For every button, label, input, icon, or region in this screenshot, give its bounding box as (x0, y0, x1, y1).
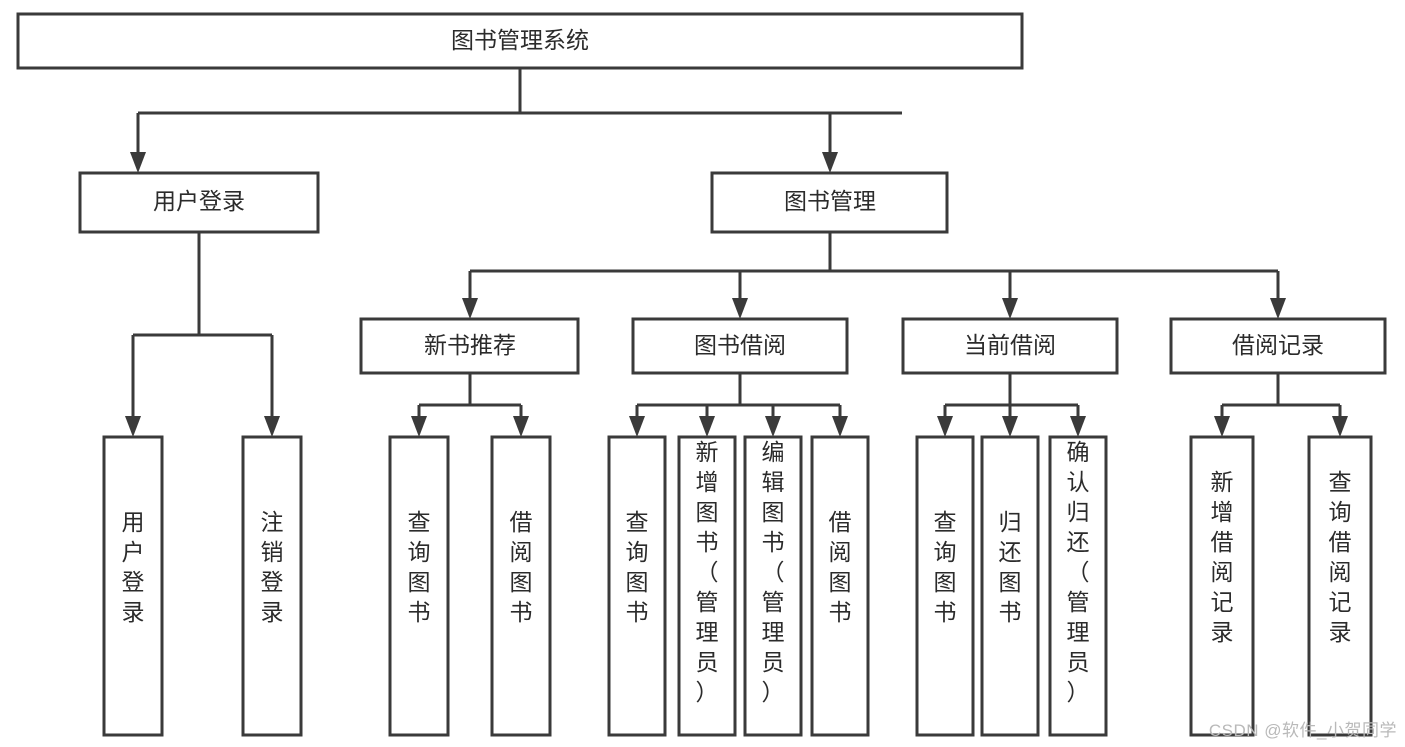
leaf-book-borrow-2[interactable]: 新增图书（管理员） (677, 435, 737, 737)
node-book-management[interactable]: 图书管理 (710, 171, 949, 234)
leaf-borrow-record-1-box[interactable] (1189, 435, 1255, 737)
connector-layer (125, 68, 1348, 437)
node-current-borrow-label: 当前借阅 (964, 332, 1056, 358)
leaf-user-login-2-box[interactable] (241, 435, 303, 737)
node-book-borrow-label: 图书借阅 (694, 332, 786, 358)
arrow-leaf-r1 (1214, 416, 1230, 437)
arrow-l2-3 (1002, 298, 1018, 319)
node-new-book-recommend[interactable]: 新书推荐 (359, 317, 580, 375)
leaf-borrow-record-2-label: 查询借阅记录 (1329, 469, 1352, 645)
arrow-leaf-c3 (1070, 416, 1086, 437)
leaf-new-book-1[interactable]: 查询图书 (388, 435, 450, 737)
node-borrow-record-label: 借阅记录 (1232, 332, 1324, 358)
leaf-book-borrow-1-box[interactable] (607, 435, 667, 737)
leaf-current-borrow-1-label: 查询图书 (934, 509, 957, 625)
watermark: CSDN @软件_小贺同学 (1208, 721, 1397, 740)
arrow-leaf-b4 (832, 416, 848, 437)
node-borrow-record-box[interactable] (1169, 317, 1387, 375)
leaf-new-book-2[interactable]: 借阅图书 (490, 435, 552, 737)
leaf-current-borrow-2-label: 归还图书 (999, 509, 1022, 625)
node-book-management-box[interactable] (710, 171, 949, 234)
leaf-book-borrow-4-label: 借阅图书 (829, 509, 852, 625)
leaf-borrow-record-2[interactable]: 查询借阅记录 (1307, 435, 1373, 737)
leaf-book-borrow-2-box[interactable] (677, 435, 737, 737)
leaf-book-borrow-1[interactable]: 查询图书 (607, 435, 667, 737)
leaf-book-borrow-3[interactable]: 编辑图书（管理员） (743, 435, 803, 737)
arrow-leaf-u1 (125, 416, 141, 437)
leaf-user-login-1[interactable]: 用户登录 (102, 435, 164, 737)
node-new-book-recommend-label: 新书推荐 (424, 332, 516, 358)
leaf-current-borrow-3[interactable]: 确认归还（管理员） (1048, 435, 1108, 737)
leaf-new-book-2-box[interactable] (490, 435, 552, 737)
leaf-book-borrow-3-box[interactable] (743, 435, 803, 737)
node-current-borrow-box[interactable] (901, 317, 1119, 375)
node-root[interactable]: 图书管理系统 (16, 12, 1024, 70)
leaf-user-login-2[interactable]: 注销登录 (241, 435, 303, 737)
node-borrow-record[interactable]: 借阅记录 (1169, 317, 1387, 375)
node-book-borrow-box[interactable] (631, 317, 849, 375)
arrow-leaf-b1 (629, 416, 645, 437)
leaf-new-book-1-box[interactable] (388, 435, 450, 737)
arrow-leaf-b3 (765, 416, 781, 437)
arrow-leaf-r2 (1332, 416, 1348, 437)
node-user-login[interactable]: 用户登录 (78, 171, 320, 234)
arrow-leaf-u2 (264, 416, 280, 437)
leaf-user-login-2-label: 注销登录 (261, 509, 284, 625)
leaf-current-borrow-2[interactable]: 归还图书 (980, 435, 1040, 737)
arrow-book-mgmt (822, 152, 838, 173)
node-new-book-recommend-box[interactable] (359, 317, 580, 375)
leaf-book-borrow-3-label: 编辑图书（管理员） (762, 439, 785, 705)
node-root-label: 图书管理系统 (451, 27, 589, 53)
arrow-leaf-b2 (699, 416, 715, 437)
leaf-book-borrow-4[interactable]: 借阅图书 (810, 435, 870, 737)
leaf-book-borrow-1-label: 查询图书 (626, 509, 649, 625)
leaf-borrow-record-1[interactable]: 新增借阅记录 (1189, 435, 1255, 737)
leaf-borrow-record-1-label: 新增借阅记录 (1211, 469, 1234, 645)
node-book-borrow[interactable]: 图书借阅 (631, 317, 849, 375)
arrow-user-login (130, 152, 146, 173)
node-book-management-label: 图书管理 (784, 188, 876, 214)
arrow-l2-2 (732, 298, 748, 319)
node-current-borrow[interactable]: 当前借阅 (901, 317, 1119, 375)
leaf-user-login-1-box[interactable] (102, 435, 164, 737)
arrow-leaf-c1 (937, 416, 953, 437)
leaf-new-book-1-label: 查询图书 (408, 509, 431, 625)
node-root-box[interactable] (16, 12, 1024, 70)
leaf-book-borrow-4-box[interactable] (810, 435, 870, 737)
arrow-leaf-n1 (411, 416, 427, 437)
leaf-book-borrow-2-label: 新增图书（管理员） (696, 439, 719, 705)
node-user-login-box[interactable] (78, 171, 320, 234)
node-user-login-label: 用户登录 (153, 188, 245, 214)
leaf-user-login-1-label: 用户登录 (122, 509, 145, 625)
leaf-borrow-record-2-box[interactable] (1307, 435, 1373, 737)
leaf-new-book-2-label: 借阅图书 (510, 509, 533, 625)
arrow-l2-1 (462, 298, 478, 319)
leaf-current-borrow-3-label: 确认归还（管理员） (1067, 439, 1090, 705)
leaf-current-borrow-1[interactable]: 查询图书 (915, 435, 975, 737)
arrow-leaf-n2 (513, 416, 529, 437)
arrow-leaf-c2 (1002, 416, 1018, 437)
leaf-current-borrow-3-box[interactable] (1048, 435, 1108, 737)
arrow-l2-4 (1270, 298, 1286, 319)
leaf-current-borrow-1-box[interactable] (915, 435, 975, 737)
leaf-current-borrow-2-box[interactable] (980, 435, 1040, 737)
